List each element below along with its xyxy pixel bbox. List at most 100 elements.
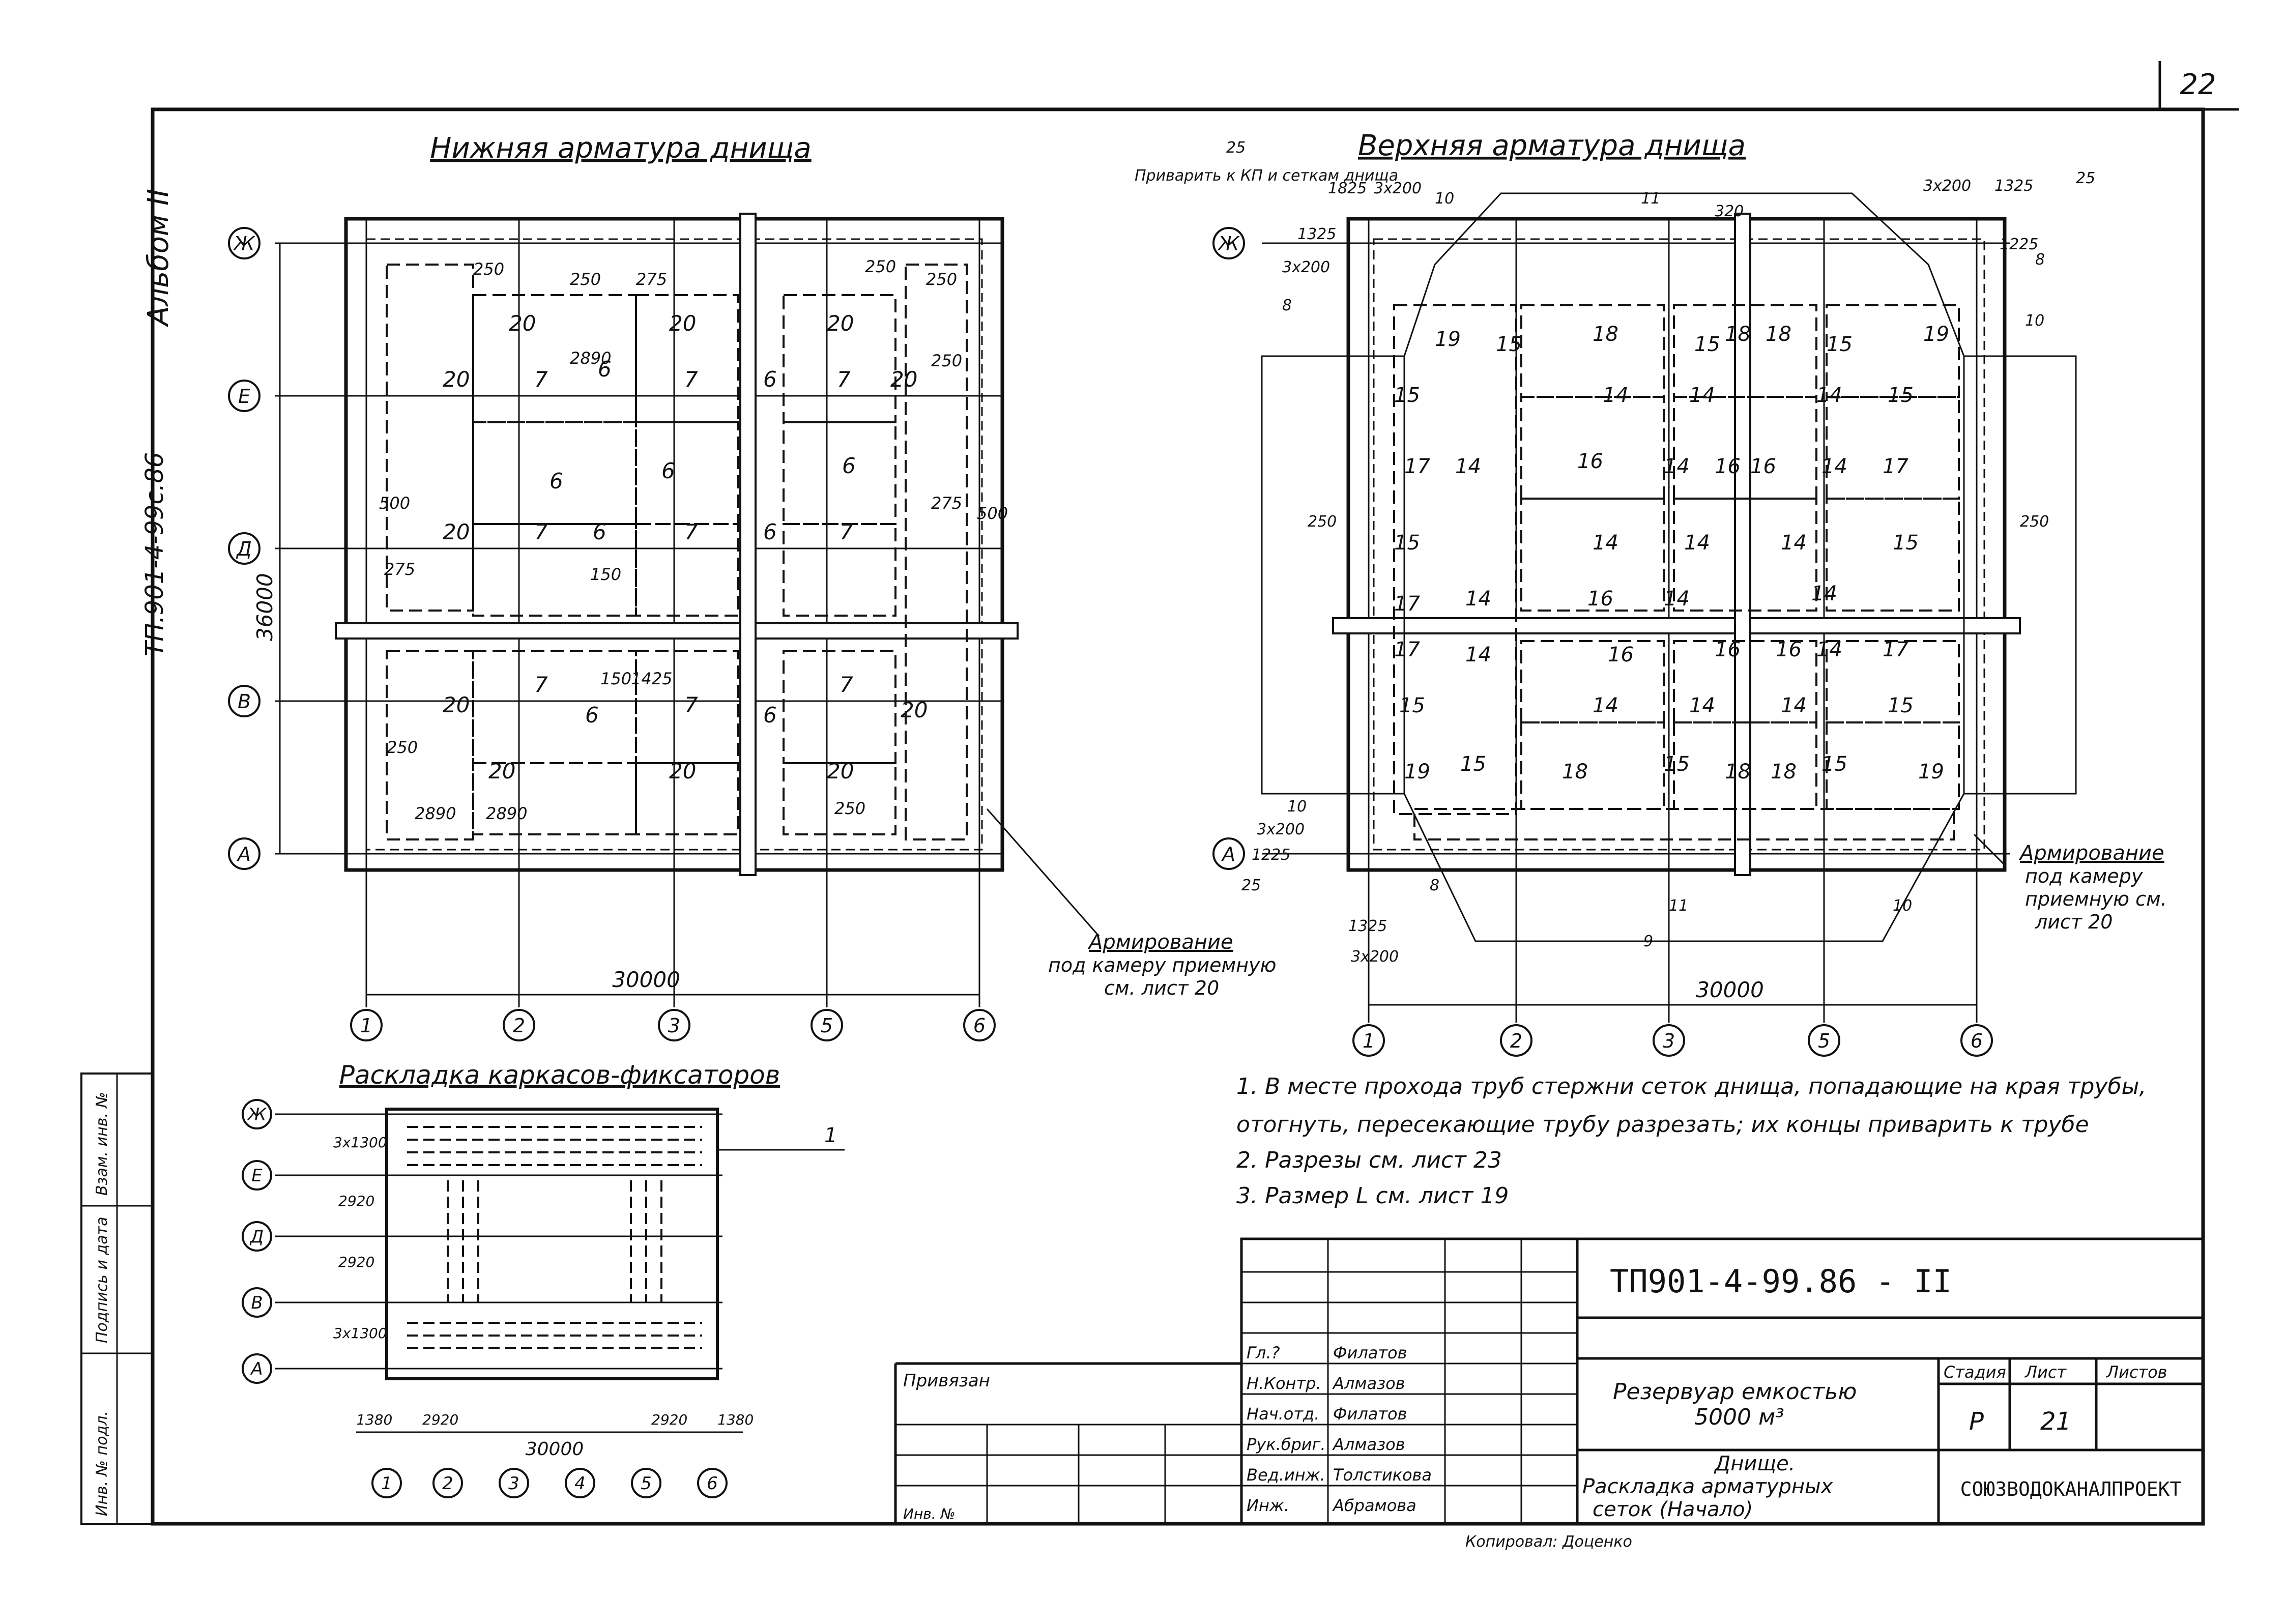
svg-text:15: 15 bbox=[1888, 384, 1914, 407]
svg-text:19: 19 bbox=[1918, 760, 1944, 784]
frames-label-c: 2920 bbox=[338, 1254, 374, 1270]
svg-text:14: 14 bbox=[1664, 455, 1690, 478]
svg-text:18: 18 bbox=[1593, 323, 1618, 346]
name-2: Алмазов bbox=[1332, 1374, 1405, 1393]
svg-text:250: 250 bbox=[865, 257, 896, 276]
frames-label-h: 1380 bbox=[717, 1411, 754, 1428]
upper-axis-zh: Ж bbox=[1218, 233, 1240, 255]
svg-text:15: 15 bbox=[1827, 333, 1853, 356]
side-stamp: Инв. № подл. Подпись и дата Взам. инв. № bbox=[80, 1072, 154, 1525]
svg-text:6: 6 bbox=[842, 453, 856, 478]
svg-text:15: 15 bbox=[1821, 752, 1847, 776]
svg-text:7: 7 bbox=[534, 367, 548, 392]
name-4: Алмазов bbox=[1332, 1435, 1405, 1454]
svg-text:16: 16 bbox=[1715, 455, 1741, 478]
role-5: Вед.инж. bbox=[1247, 1465, 1325, 1485]
svg-text:15: 15 bbox=[1893, 531, 1919, 555]
inv-label: Инв. № bbox=[903, 1505, 956, 1522]
svg-text:14: 14 bbox=[1465, 587, 1491, 611]
svg-text:9: 9 bbox=[1643, 933, 1653, 950]
svg-text:15: 15 bbox=[1664, 752, 1690, 776]
svg-text:14: 14 bbox=[1603, 384, 1629, 407]
drawing-frame bbox=[151, 61, 2239, 1526]
svg-text:16: 16 bbox=[1577, 450, 1603, 473]
note-line-1: 1. В месте прохода труб стержни сеток дн… bbox=[1236, 1074, 2146, 1099]
sheet-title-2: Раскладка арматурных bbox=[1582, 1475, 1833, 1498]
svg-text:6: 6 bbox=[585, 703, 599, 728]
svg-text:500: 500 bbox=[379, 494, 410, 513]
svg-text:14: 14 bbox=[1664, 587, 1690, 611]
upper-note-4: лист 20 bbox=[2035, 911, 2113, 933]
svg-text:15: 15 bbox=[1394, 384, 1420, 407]
svg-text:14: 14 bbox=[1684, 531, 1710, 555]
frames-label-1: 1 bbox=[824, 1124, 837, 1147]
svg-text:7: 7 bbox=[684, 367, 698, 392]
svg-text:6: 6 bbox=[661, 458, 675, 483]
svg-text:3х200: 3х200 bbox=[1923, 177, 1971, 195]
lower-plan: Нижняя арматура днища bbox=[228, 132, 1276, 1041]
side-doc-code: ТП.901-4-99с.86 bbox=[140, 452, 169, 656]
frames-label-b: 2920 bbox=[338, 1193, 374, 1209]
svg-text:6: 6 bbox=[763, 367, 777, 392]
svg-text:20: 20 bbox=[443, 519, 470, 544]
frames-axis-zh: Ж bbox=[247, 1105, 267, 1125]
svg-text:14: 14 bbox=[1816, 384, 1842, 407]
svg-text:15: 15 bbox=[1496, 333, 1522, 356]
svg-text:250: 250 bbox=[931, 351, 962, 370]
svg-text:3х200: 3х200 bbox=[1282, 258, 1330, 276]
lower-dim-width: 30000 bbox=[612, 967, 680, 992]
svg-text:150: 150 bbox=[590, 565, 621, 584]
svg-text:1325: 1325 bbox=[1297, 225, 1336, 243]
svg-text:20: 20 bbox=[509, 311, 536, 336]
role-3: Нач.отд. bbox=[1247, 1404, 1319, 1424]
svg-text:16: 16 bbox=[1608, 643, 1634, 666]
frames-dim-width: 30000 bbox=[526, 1439, 584, 1460]
svg-text:6: 6 bbox=[763, 519, 777, 544]
svg-text:7: 7 bbox=[684, 692, 698, 717]
svg-text:15: 15 bbox=[1694, 333, 1720, 356]
svg-text:3х200: 3х200 bbox=[1374, 180, 1422, 197]
svg-text:18: 18 bbox=[1725, 760, 1751, 784]
role-2: Н.Контр. bbox=[1247, 1374, 1321, 1393]
svg-text:16: 16 bbox=[1715, 638, 1741, 661]
svg-text:20: 20 bbox=[901, 698, 928, 722]
name-1: Филатов bbox=[1333, 1343, 1407, 1362]
sheet-label: Лист bbox=[2024, 1362, 2067, 1382]
svg-text:14: 14 bbox=[1689, 694, 1715, 717]
doc-code: ТП901-4-99.86 - II bbox=[1610, 1263, 1952, 1300]
svg-text:20: 20 bbox=[827, 759, 854, 784]
svg-text:6: 6 bbox=[593, 519, 606, 544]
svg-text:250: 250 bbox=[2020, 513, 2049, 531]
object-volume: 5000 м³ bbox=[1694, 1404, 1784, 1430]
svg-text:16: 16 bbox=[1587, 587, 1613, 611]
svg-text:15: 15 bbox=[1394, 531, 1420, 555]
svg-text:8: 8 bbox=[1282, 297, 1292, 314]
lower-axis-d: Д bbox=[236, 538, 252, 560]
note-line-3: 2. Разрезы см. лист 23 bbox=[1236, 1147, 1502, 1173]
page-number: 22 bbox=[2180, 68, 2216, 101]
svg-text:1225: 1225 bbox=[2000, 236, 2038, 253]
lower-col-1: 1 bbox=[360, 1014, 372, 1037]
svg-text:10: 10 bbox=[1435, 190, 1454, 208]
title-block: ТП901-4-99.86 - II Привязан Инв. № Гл.? … bbox=[894, 1237, 2205, 1551]
svg-text:6: 6 bbox=[598, 357, 612, 382]
svg-text:6: 6 bbox=[549, 469, 563, 494]
upper-label-25: 25 bbox=[1226, 139, 1246, 157]
svg-text:20: 20 bbox=[443, 367, 470, 392]
svg-text:25: 25 bbox=[1241, 877, 1261, 894]
svg-text:250: 250 bbox=[387, 738, 418, 757]
svg-text:20: 20 bbox=[669, 759, 696, 784]
svg-text:1325: 1325 bbox=[1348, 917, 1387, 935]
svg-text:1825: 1825 bbox=[1328, 180, 1367, 197]
svg-text:8: 8 bbox=[2035, 251, 2045, 269]
svg-text:14: 14 bbox=[1821, 455, 1847, 478]
svg-text:250: 250 bbox=[570, 270, 601, 289]
frames-plan-title: Раскладка каркасов-фиксаторов bbox=[339, 1060, 780, 1090]
lower-note-2: под камеру приемную bbox=[1048, 954, 1276, 976]
lower-col-3: 3 bbox=[668, 1014, 680, 1037]
frames-label-a: 3х1300 bbox=[333, 1134, 387, 1151]
upper-col-1: 1 bbox=[1363, 1030, 1375, 1052]
lower-axis-e: Е bbox=[238, 385, 250, 408]
object-title: Резервуар емкостью bbox=[1613, 1379, 1857, 1405]
frames-axis-e: Е bbox=[251, 1166, 263, 1186]
